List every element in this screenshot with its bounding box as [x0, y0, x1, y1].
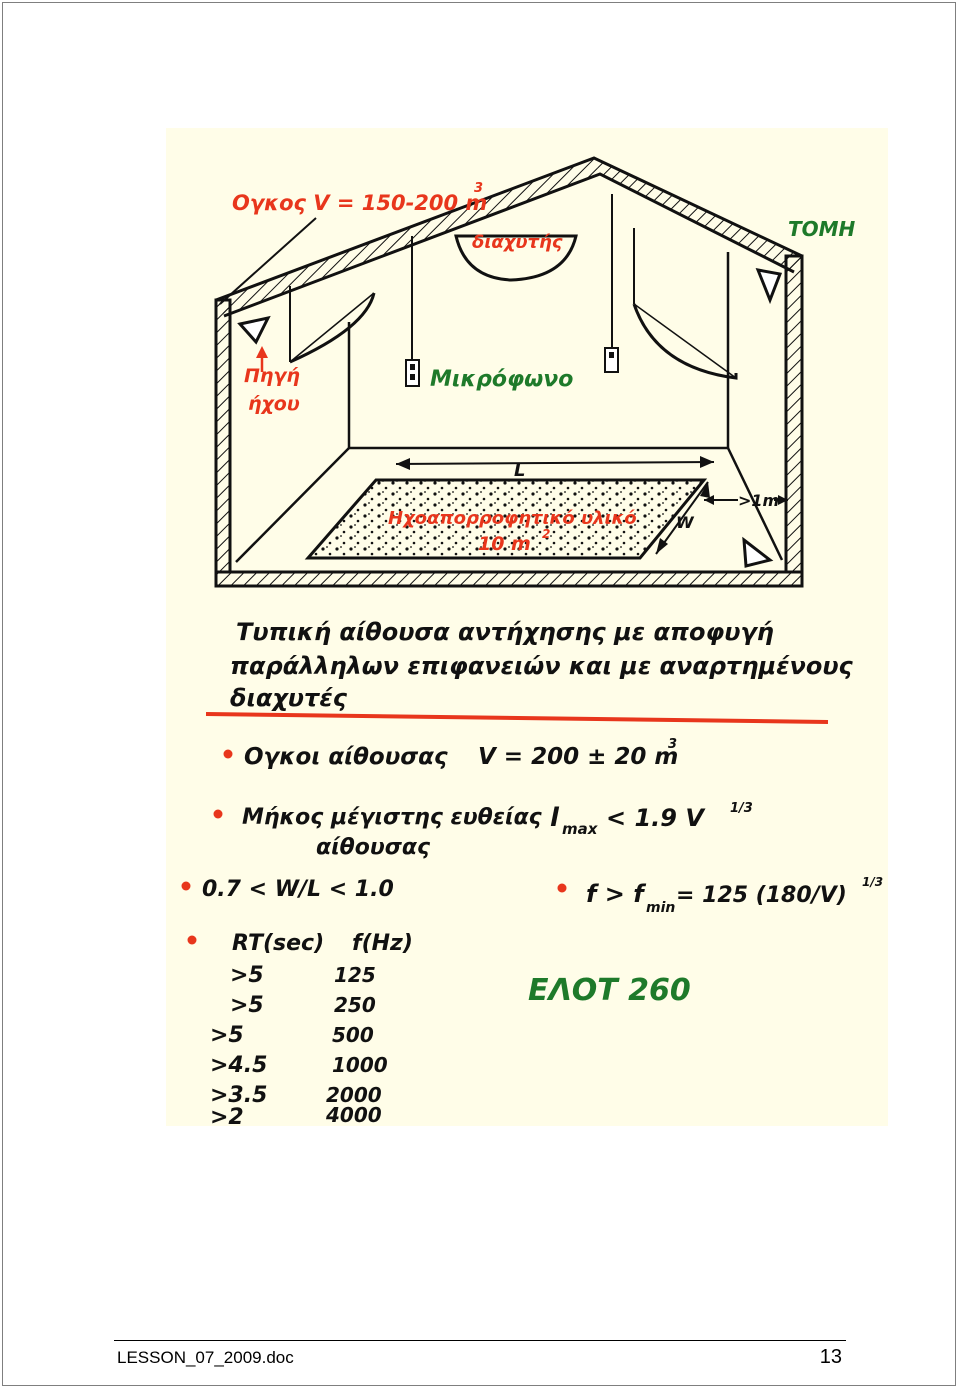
right-wall-hatch: [786, 256, 802, 572]
left-wall-hatch: [216, 300, 230, 572]
table-row: >5 125: [230, 963, 376, 988]
max-length-item-line1: Μήκος μέγιστης ευθείας: [242, 805, 543, 830]
table-f-cell: 4000: [325, 1103, 382, 1126]
handwritten-sketch: Oγκος V = 150-200 m 3 διαχυτής TOMH Πηγή…: [166, 128, 888, 1126]
volume-label: Oγκος V = 150-200 m: [232, 191, 487, 215]
rt-frequency-table: RT(sec) f(Hz) >5 125 >5 250 >5 500 >4.5 …: [210, 931, 413, 1126]
floor-hatch: [216, 572, 802, 586]
table-f-cell: 125: [334, 963, 376, 987]
absorber-area: 10 m: [478, 533, 531, 555]
table-rt-cell: >5: [210, 1023, 244, 1048]
table-rt-cell: >5: [230, 993, 264, 1018]
footer-rule: [114, 1340, 846, 1341]
caption-line-1: Τυπική αίθουσα αντήχησης με αποφυγή: [236, 618, 774, 646]
figure-caption: Τυπική αίθουσα αντήχησης με αποφυγή παρά…: [230, 618, 854, 712]
fmin-formula: f > f: [586, 880, 646, 908]
dimension-l: [396, 456, 714, 470]
volume-label-exp: 3: [474, 181, 483, 196]
standard-label: ΕΛΟΤ 260: [528, 973, 691, 1008]
table-rt-cell: >5: [230, 963, 264, 988]
table-rt-cell: >4.5: [210, 1053, 267, 1078]
table-header-f: f(Hz): [352, 931, 413, 956]
lmax-sub: max: [562, 820, 599, 838]
section-label: TOMH: [788, 217, 856, 241]
volume-item: Ογκοι αίθουσας: [244, 744, 448, 770]
footer-filename: LESSON_07_2009.doc: [117, 1348, 294, 1368]
table-f-cell: 1000: [332, 1053, 388, 1077]
roof-hatch-right: [594, 158, 802, 272]
page-number: 13: [780, 1346, 842, 1369]
notes: Ογκοι αίθουσας V = 200 ± 20 m 3 Μήκος μέ…: [182, 737, 884, 945]
length-label: L: [514, 460, 525, 481]
volume-value: V = 200 ± 20 m: [478, 744, 678, 770]
lmax-rest: < 1.9 V: [606, 804, 706, 832]
table-row: >4.5 1000: [210, 1053, 388, 1078]
microphone-label: Μικρόφωνο: [430, 367, 573, 392]
source-label-line1: Πηγή: [244, 365, 300, 387]
red-divider: [206, 714, 828, 722]
diffusers-label: διαχυτής: [472, 232, 563, 253]
table-f-cell: 500: [332, 1023, 374, 1047]
lmax-exp: 1/3: [730, 801, 753, 816]
table-rt-cell: >2: [210, 1105, 244, 1126]
ratio-item: 0.7 < W/L < 1.0: [202, 877, 394, 902]
volume-value-exp: 3: [668, 737, 677, 752]
absorber-label: Ηχοαπορροφητικό υλικό: [388, 508, 637, 529]
distance-label: >1m: [738, 491, 779, 510]
table-f-cell: 250: [334, 993, 376, 1017]
table-header-rt: RT(sec): [232, 931, 324, 956]
width-label: W: [676, 513, 695, 532]
table-row: >5 250: [230, 993, 376, 1018]
source-label-line2: ήχου: [248, 393, 300, 415]
lmax-formula: l: [550, 803, 560, 833]
scanned-figure: Oγκος V = 150-200 m 3 διαχυτής TOMH Πηγή…: [166, 128, 888, 1126]
max-length-item-line2: αίθουσας: [316, 835, 431, 860]
caption-line-3: διαχυτές: [230, 684, 348, 712]
table-row: >2 4000: [210, 1103, 382, 1126]
fmin-sub: min: [646, 900, 675, 916]
caption-line-2: παράλληλων επιφανειών και με αναρτημένου…: [230, 652, 854, 680]
table-row: >5 500: [210, 1023, 374, 1048]
absorber-area-exp: 2: [542, 527, 550, 541]
fmin-rest: = 125 (180/V): [676, 883, 847, 908]
fmin-exp: 1/3: [862, 875, 883, 889]
